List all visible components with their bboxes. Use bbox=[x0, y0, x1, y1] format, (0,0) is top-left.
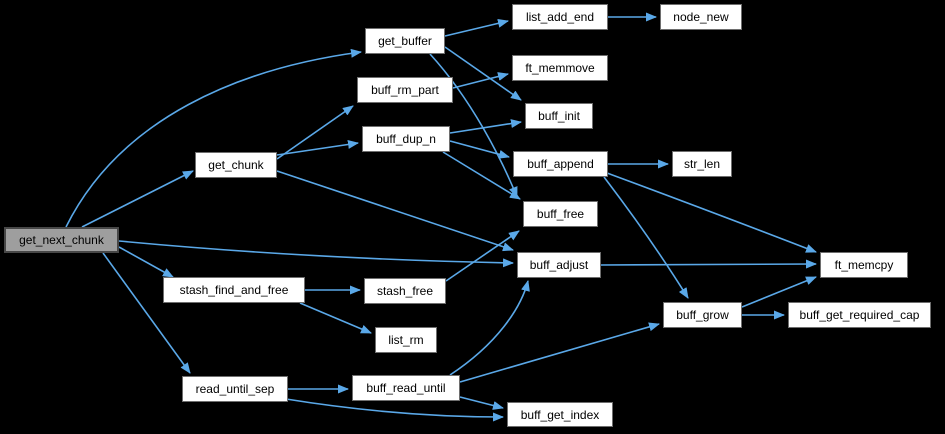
edge-buff_read_until-to-buff_get_index bbox=[459, 396, 504, 410]
node-buff_get_index[interactable]: buff_get_index bbox=[507, 402, 613, 427]
edge-get_next_chunk-to-stash_find_and_free bbox=[118, 246, 174, 278]
node-buff_adjust[interactable]: buff_adjust bbox=[517, 252, 601, 278]
edge-buff_rm_part-to-ft_memmove bbox=[452, 72, 509, 89]
node-buff_grow[interactable]: buff_grow bbox=[663, 302, 742, 328]
edge-buff_adjust-to-ft_memcpy bbox=[600, 259, 817, 269]
edge-buff_dup_n-to-buff_free bbox=[442, 151, 521, 200]
node-buff_get_required_cap[interactable]: buff_get_required_cap bbox=[788, 302, 931, 328]
edge-get_chunk-to-buff_rm_part bbox=[276, 105, 354, 160]
node-list_rm[interactable]: list_rm bbox=[375, 327, 437, 353]
node-str_len[interactable]: str_len bbox=[672, 151, 732, 177]
edge-get_buffer-to-buff_free bbox=[429, 53, 518, 198]
node-ft_memcpy[interactable]: ft_memcpy bbox=[820, 252, 908, 278]
edge-stash_free-to-buff_free bbox=[445, 230, 520, 282]
edge-buff_append-to-buff_grow bbox=[603, 176, 689, 299]
node-stash_free[interactable]: stash_free bbox=[364, 278, 446, 304]
edge-get_chunk-to-buff_adjust bbox=[276, 170, 514, 252]
edge-buff_append-to-ft_memcpy bbox=[606, 172, 817, 253]
node-node_new[interactable]: node_new bbox=[660, 4, 742, 30]
node-buff_dup_n[interactable]: buff_dup_n bbox=[362, 126, 450, 152]
edge-get_next_chunk-to-get_buffer bbox=[65, 48, 362, 228]
node-get_buffer[interactable]: get_buffer bbox=[365, 28, 445, 54]
edge-get_next_chunk-to-get_chunk bbox=[81, 170, 194, 228]
node-buff_free[interactable]: buff_free bbox=[523, 201, 598, 227]
edge-buff_grow-to-ft_memcpy bbox=[741, 276, 817, 308]
edge-read_until_sep-to-buff_get_index bbox=[285, 398, 504, 422]
node-ft_memmove[interactable]: ft_memmove bbox=[512, 55, 608, 81]
edge-get_next_chunk-to-buff_adjust bbox=[118, 240, 514, 268]
edge-buff_dup_n-to-buff_append bbox=[449, 140, 510, 159]
edge-buff_read_until-to-buff_grow bbox=[459, 322, 660, 383]
edge-get_chunk-to-buff_dup_n bbox=[276, 140, 359, 156]
node-buff_rm_part[interactable]: buff_rm_part bbox=[357, 77, 453, 103]
node-get_next_chunk[interactable]: get_next_chunk bbox=[4, 227, 119, 253]
node-stash_find_and_free[interactable]: stash_find_and_free bbox=[163, 277, 305, 303]
edge-buff_dup_n-to-buff_init bbox=[449, 119, 522, 134]
node-buff_append[interactable]: buff_append bbox=[513, 151, 608, 177]
edge-buff_read_until-to-buff_adjust bbox=[449, 280, 530, 376]
edges-group bbox=[65, 12, 817, 422]
edge-stash_find_and_free-to-list_rm bbox=[299, 302, 372, 334]
node-list_add_end[interactable]: list_add_end bbox=[512, 4, 608, 30]
node-buff_init[interactable]: buff_init bbox=[525, 103, 593, 129]
edge-get_buffer-to-buff_init bbox=[444, 46, 522, 101]
edge-get_buffer-to-list_add_end bbox=[444, 18, 509, 37]
edge-get_next_chunk-to-read_until_sep bbox=[102, 252, 191, 374]
node-buff_read_until[interactable]: buff_read_until bbox=[352, 375, 460, 401]
node-read_until_sep[interactable]: read_until_sep bbox=[182, 376, 288, 402]
node-get_chunk[interactable]: get_chunk bbox=[195, 152, 277, 178]
